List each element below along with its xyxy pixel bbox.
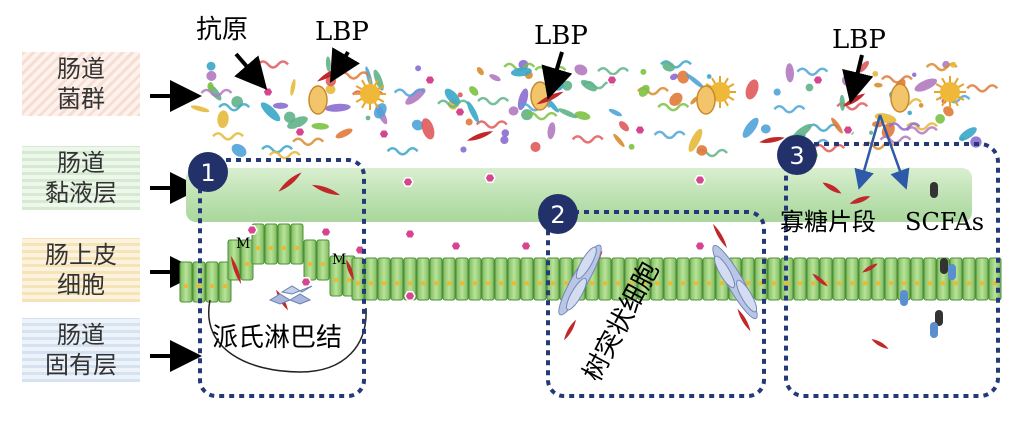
region-2-badge: 2 [538, 194, 578, 234]
arrow-lbp-2 [541, 51, 573, 100]
layer-label-lamina-propria: 肠道固有层 [22, 318, 140, 382]
dendritic-cells [558, 244, 758, 320]
label-antigen: 抗原 [196, 15, 248, 45]
label-m-cell-1: M [236, 236, 250, 252]
arrow-lbp-3 [842, 54, 874, 104]
svg-text:1: 1 [200, 159, 215, 187]
arrow-to-oligosaccharide [854, 114, 882, 190]
region-1-box [198, 158, 366, 398]
region-3-badge: 3 [777, 135, 817, 175]
svg-text:3: 3 [789, 142, 804, 170]
particles [230, 66, 956, 349]
peyers-patch-outline [207, 299, 367, 373]
label-m-cell-2: M [332, 252, 346, 268]
mucus-layer [186, 168, 972, 222]
layer-label-microbiota: 肠道菌群 [22, 52, 140, 116]
arrow-lbp-1 [329, 47, 360, 83]
arrow-to-scfas [878, 114, 910, 190]
epithelium-cells [179, 223, 1002, 303]
layer-label-mucus: 肠道黏液层 [22, 146, 140, 210]
layer-arrows [150, 80, 202, 372]
label-lbp-2: LBP [534, 21, 588, 51]
region-3-box [784, 142, 1000, 398]
layer-label-epithelium: 肠上皮细胞 [22, 238, 140, 302]
lymphocytes [268, 285, 313, 305]
label-peyers-patch: 派氏淋巴结 [212, 323, 342, 353]
region-1-badge: 1 [188, 152, 228, 192]
label-lbp-3: LBP [832, 25, 886, 55]
svg-text:2: 2 [550, 201, 565, 229]
arrow-antigen [234, 52, 268, 91]
microbiota-band [190, 56, 999, 160]
label-lbp-1: LBP [315, 17, 369, 47]
label-oligosaccharide: 寡糖片段 [780, 208, 876, 236]
region-2-box [546, 210, 766, 398]
label-scfas: SCFAs [905, 208, 984, 236]
